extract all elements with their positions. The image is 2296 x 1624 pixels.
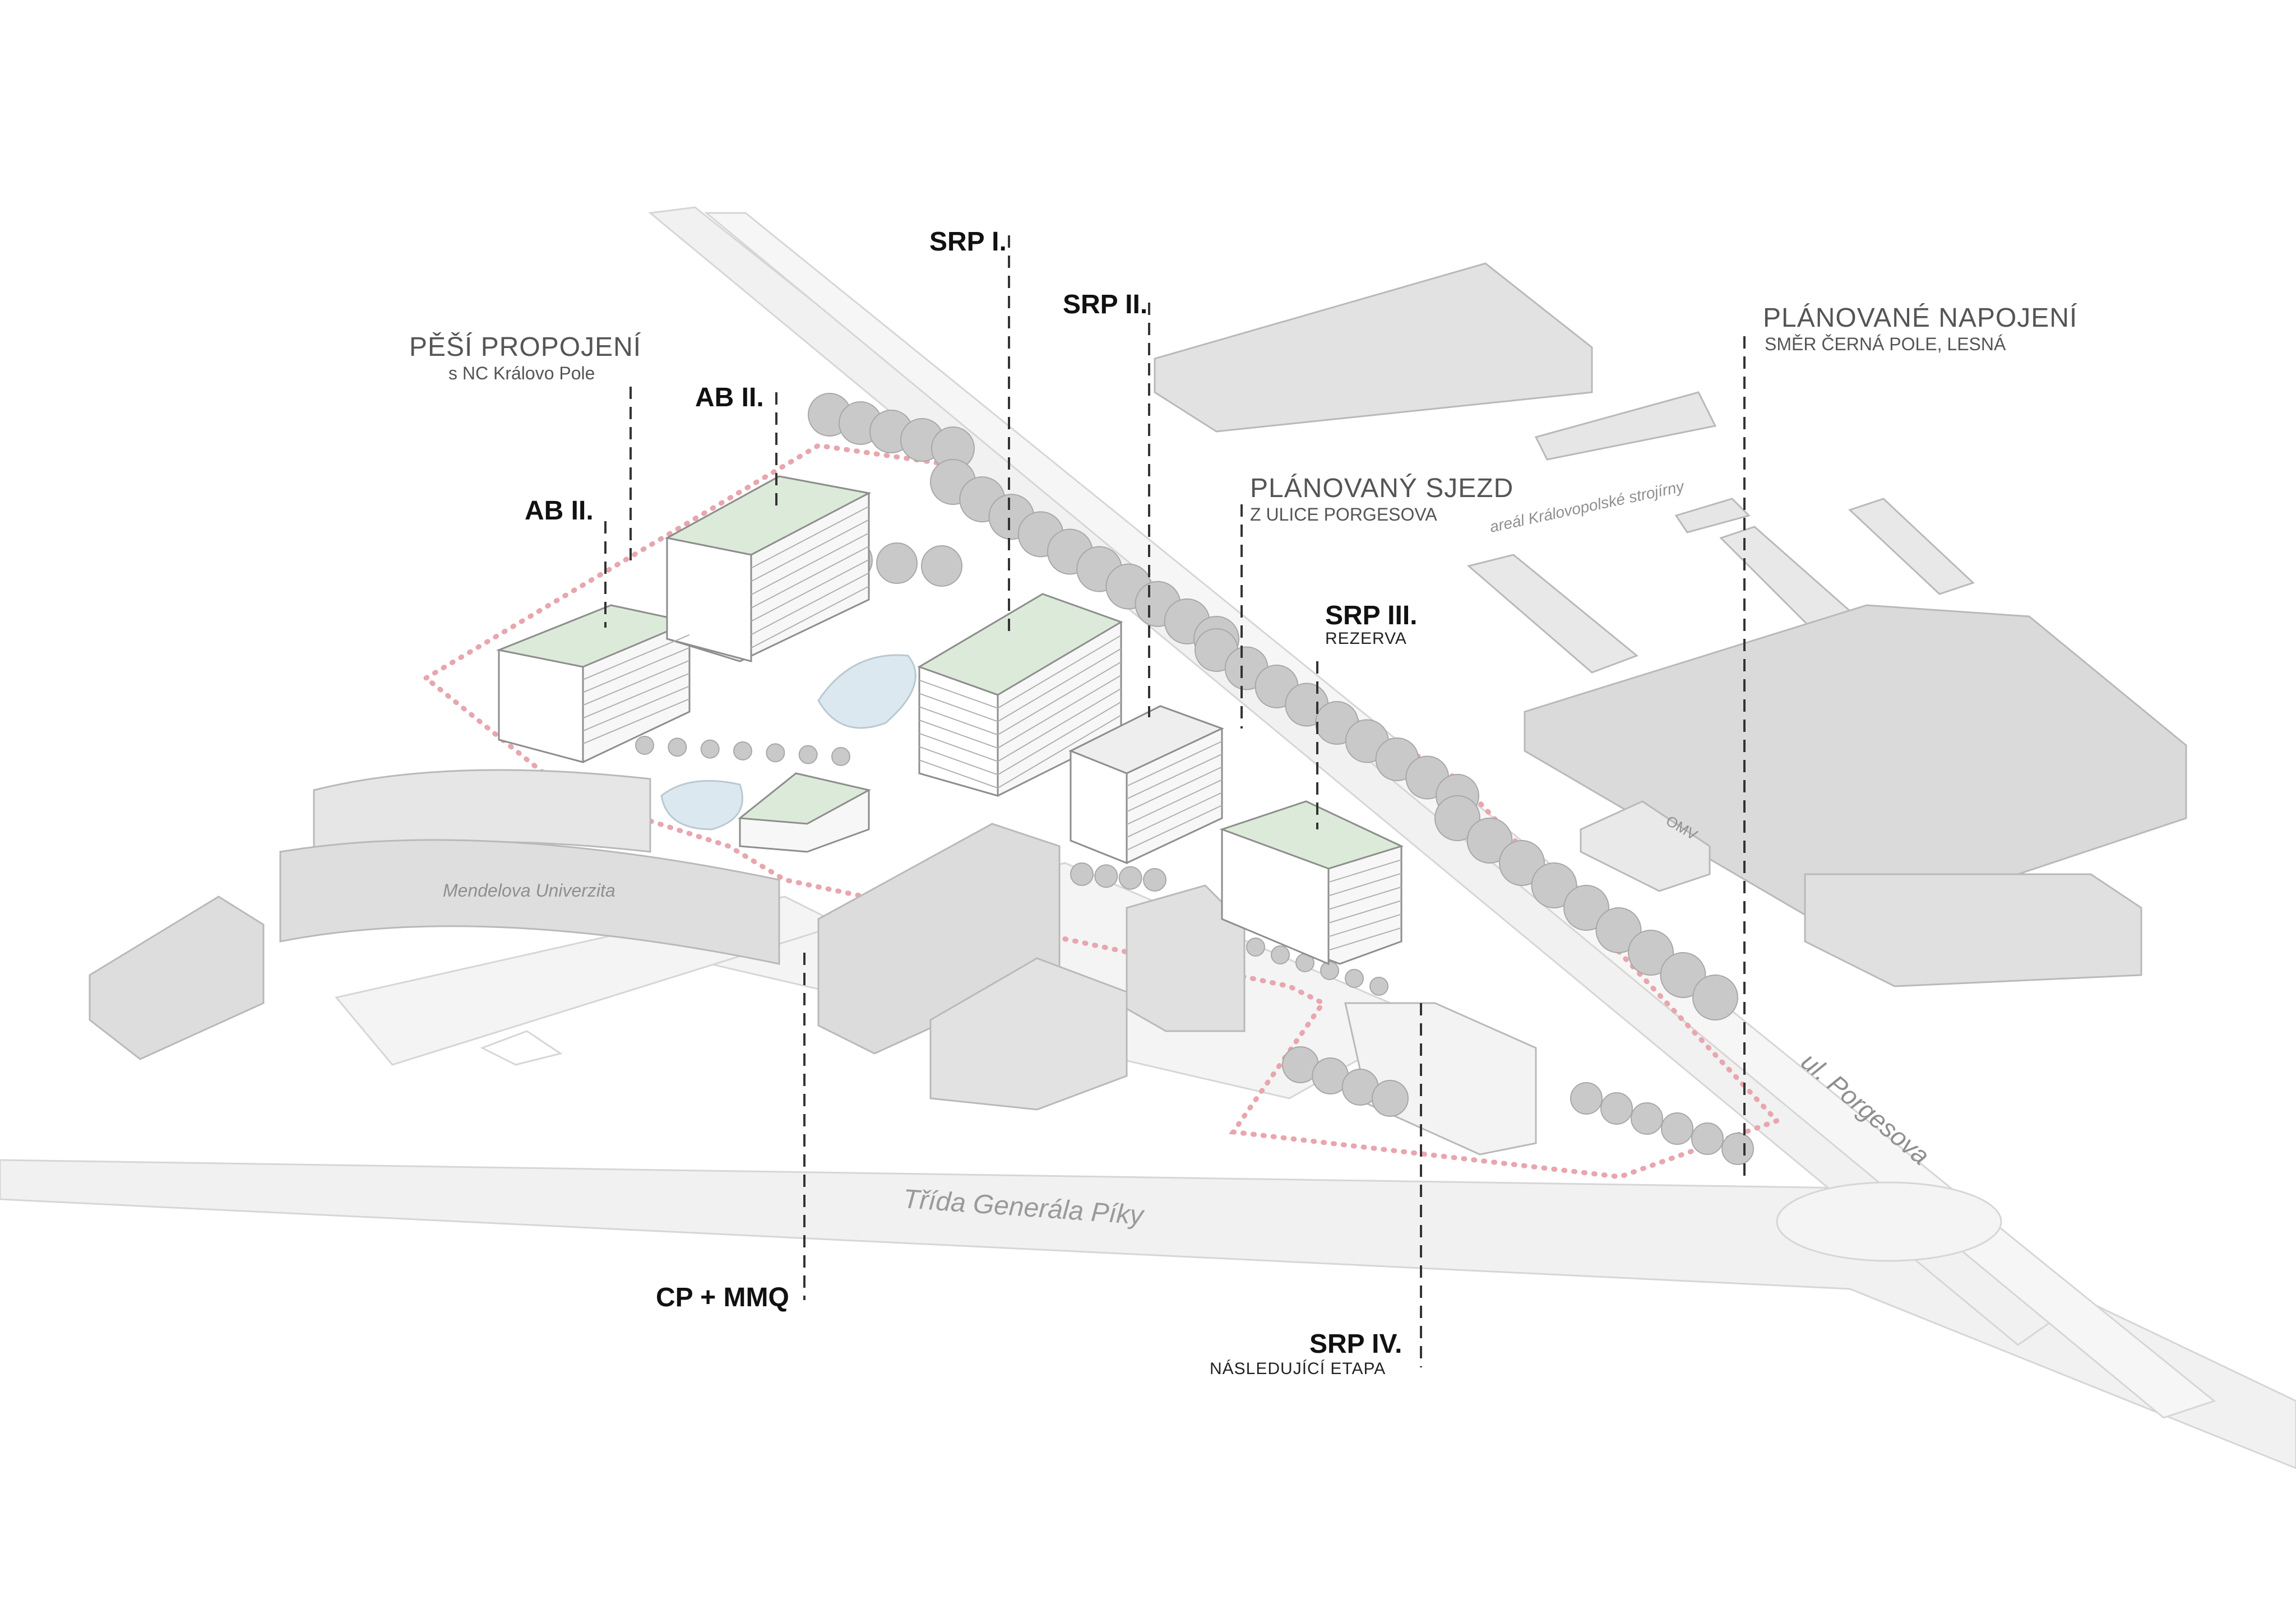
label-sjezd-title: PLÁNOVANÝ SJEZD: [1250, 474, 1514, 503]
context-small-hall: [1674, 498, 1751, 533]
tree: [1499, 840, 1545, 886]
label-srp3: SRP III.: [1325, 601, 1418, 630]
tree: [1691, 1122, 1724, 1155]
building-srp1: [917, 593, 1123, 797]
label-pesi-title: PĚŠÍ PROPOJENÍ: [409, 332, 642, 362]
tree: [1094, 864, 1118, 888]
tree: [700, 739, 720, 759]
building-ab2-west: [496, 604, 692, 763]
tree: [1721, 1133, 1754, 1165]
context-block-west: [89, 895, 265, 1060]
map-label-mendelova: Mendelova Univerzita: [443, 880, 615, 901]
tree: [668, 737, 687, 757]
tree: [921, 545, 962, 587]
tree: [1271, 945, 1290, 964]
label-napojeni-sub: SMĚR ČERNÁ POLE, LESNÁ: [1765, 334, 2006, 354]
label-cp-mmq: CP + MMQ: [656, 1283, 789, 1312]
context-buildings: [89, 262, 2187, 1156]
facade-lines: [582, 505, 1402, 951]
building-ab2-east: [664, 475, 872, 662]
tree: [1372, 1080, 1409, 1117]
tree: [1466, 818, 1513, 864]
tree: [1660, 952, 1706, 998]
pond-south: [660, 779, 743, 830]
omv-station: [1580, 800, 1711, 892]
tree: [766, 743, 785, 763]
site-boundary: [423, 443, 1781, 1180]
tree: [1143, 868, 1166, 892]
label-srp1: SRP I.: [929, 227, 1007, 257]
label-napojeni-title: PLÁNOVANÉ NAPOJENÍ: [1763, 303, 2078, 333]
tree: [1531, 862, 1577, 908]
context-block-tower: [1126, 884, 1246, 1032]
label-srp4-note: NÁSLEDUJÍCÍ ETAPA: [1210, 1359, 1386, 1378]
tree: [876, 542, 918, 584]
tree: [1631, 1102, 1663, 1135]
tree: [1369, 977, 1388, 996]
tree: [1692, 975, 1738, 1020]
context-hall-south: [1804, 873, 2142, 987]
roundabout: [1776, 1181, 2002, 1262]
label-srp4: SRP IV.: [1309, 1329, 1402, 1359]
context-shed-a: [1466, 554, 1638, 674]
tree: [1563, 885, 1609, 931]
tree: [1345, 969, 1364, 988]
building-cp-mmq: [738, 772, 872, 853]
label-sjezd-sub: Z ULICE PORGESOVA: [1250, 504, 1437, 525]
tree: [1600, 1092, 1633, 1125]
campus-triangle: [480, 1030, 563, 1066]
tree: [1118, 866, 1142, 890]
pond-north: [817, 654, 916, 729]
label-srp2: SRP II.: [1063, 290, 1148, 319]
tree: [1661, 1112, 1693, 1145]
trees: [635, 393, 1754, 1165]
tree: [1628, 930, 1674, 976]
leader-lines: [604, 235, 1746, 1367]
building-srp3: [1219, 800, 1404, 966]
context-block-south: [929, 957, 1128, 1111]
tree: [1070, 862, 1094, 886]
tree: [1570, 1082, 1603, 1115]
tree: [733, 741, 752, 760]
tree: [1246, 938, 1265, 957]
tree: [831, 747, 850, 766]
tree: [1595, 907, 1642, 953]
context-shed-c: [1848, 498, 1975, 595]
tree: [798, 745, 818, 764]
water-features: [660, 654, 916, 830]
label-ab2-east: AB II.: [695, 383, 764, 412]
tree: [1434, 795, 1480, 841]
label-pesi-sub: s NC Královo Pole: [448, 363, 595, 383]
label-srp3-note: REZERVA: [1325, 629, 1407, 648]
context-hall-north2: [1534, 391, 1717, 461]
label-ab2-west: AB II.: [525, 496, 594, 526]
tree: [635, 736, 654, 755]
context-hall-north: [1154, 262, 1593, 433]
tree: [1320, 961, 1339, 980]
